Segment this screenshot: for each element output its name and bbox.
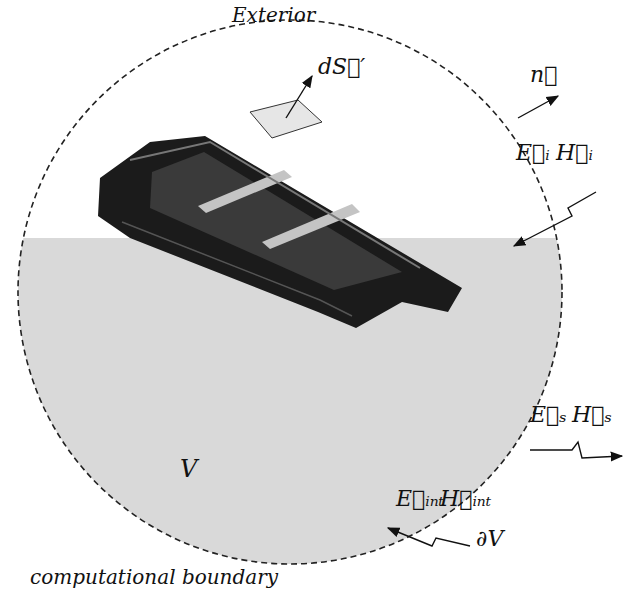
field-label: H⃗ᵢₙₜ: [440, 486, 491, 511]
boat-illustration: [98, 136, 462, 328]
boundary-circle: [18, 20, 562, 564]
field-label: E⃗ᵢₙₜ: [396, 486, 444, 511]
region-label: Exterior: [232, 4, 315, 27]
incident-wave-arrow: [514, 192, 596, 246]
surface-element-label: dS⃗′: [318, 54, 365, 79]
boundary-caption: computational boundary: [30, 566, 278, 589]
field-label: H⃗ₛ: [572, 402, 612, 427]
internal-wave-arrow: [388, 528, 470, 546]
surface-element: [250, 76, 322, 138]
normal-arrow: [518, 96, 558, 118]
volume-label: V: [180, 456, 197, 484]
scattered-wave-arrow: [530, 442, 622, 458]
normal-label: n⃗: [530, 62, 557, 87]
field-label: E⃗ₛ: [530, 402, 567, 427]
field-label: E⃗ᵢ: [516, 140, 550, 165]
boundary-label: ∂V: [476, 526, 503, 551]
field-label: H⃗ᵢ: [556, 140, 593, 165]
